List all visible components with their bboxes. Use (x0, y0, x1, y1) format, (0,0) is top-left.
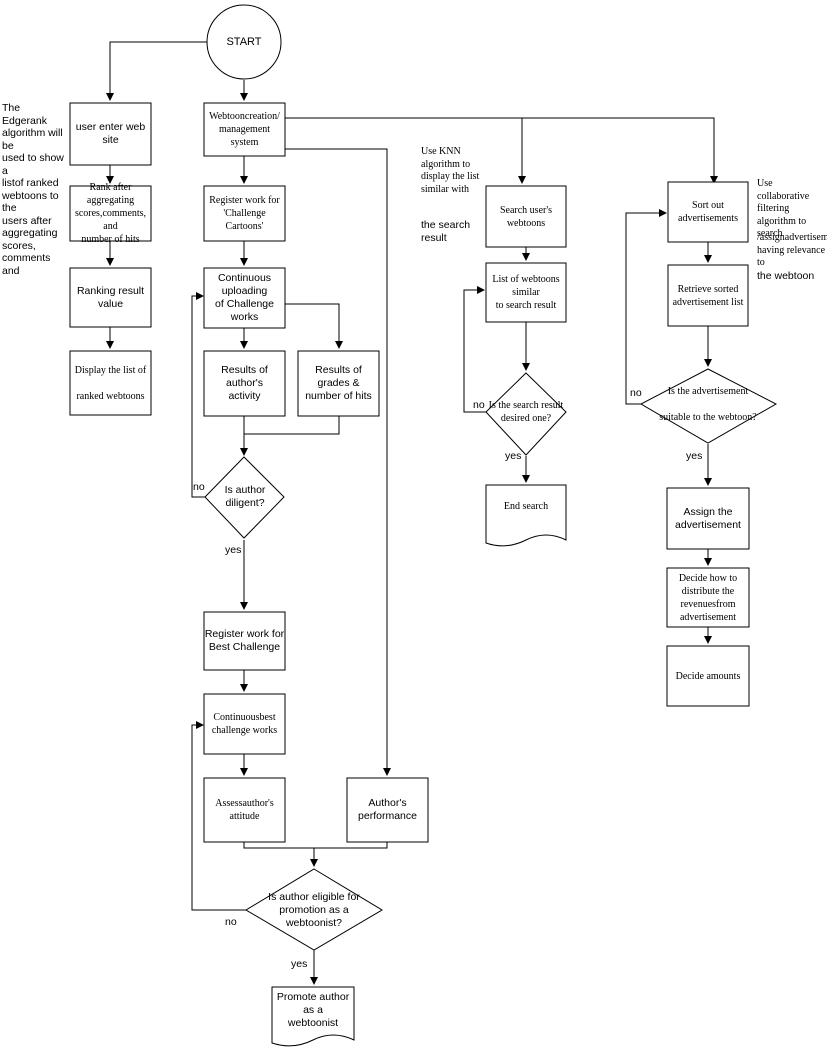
box-rank (69, 185, 152, 242)
shapes (69, 4, 778, 1047)
box-activity (203, 350, 286, 417)
edge-label-yes-desired: yes (505, 450, 522, 462)
label-retrieve: Retrieve sorted advertisement list (672, 283, 744, 308)
decision-suitable (639, 368, 778, 444)
label-continuous: Continuousbest challenge works (211, 712, 278, 736)
label-promote: Promote author as a webtoonist (276, 990, 350, 1029)
document-promote (271, 986, 355, 1047)
edge-label-yes-suitable: yes (686, 450, 703, 462)
box-retrieve (667, 264, 749, 327)
edge-label-no-desired: no (473, 399, 485, 411)
decision-eligible (245, 868, 383, 951)
edge-label-no-suitable: no (630, 387, 642, 399)
label-diligent: Is author diligent? (224, 484, 266, 509)
note-cf-b: /assignadvertisements having relevance t… (757, 232, 827, 268)
label-best: Register work for Best Challenge (204, 628, 285, 653)
box-amounts (666, 645, 750, 707)
label-attitude: Assessauthor's attitude (215, 798, 274, 822)
edge-label-no-diligent: no (193, 481, 205, 493)
box-enter (69, 102, 152, 166)
edge-system-to-performance (285, 148, 391, 776)
edge-label-yes-eligible: yes (291, 958, 308, 970)
box-list (485, 262, 567, 323)
label-register: Register work for 'Challenge Cartoons' (209, 195, 280, 232)
label-search: Search user's webtoons (499, 204, 553, 229)
decision-desired (485, 372, 567, 456)
box-display (69, 350, 152, 416)
note-cf-a: Use collaborative filtering algorithm to… (757, 178, 810, 239)
edge-start-to-enter (106, 41, 207, 101)
box-system (203, 102, 286, 157)
note-edgerank: The Edgerank algorithm will be used to s… (2, 102, 64, 274)
label-end: End search (503, 500, 549, 512)
box-distribute (666, 567, 750, 628)
edge-diligent-no-loop (191, 292, 205, 498)
edge-label-no-eligible: no (225, 916, 237, 928)
edge-suitable-no-loop (625, 209, 667, 405)
label-distribute: Decide how to distribute the revenuesfro… (678, 572, 738, 623)
label-suitable: Is the advertisement suitable to the web… (659, 385, 757, 423)
label-display: Display the list of ranked webtoons (74, 364, 147, 402)
decision-diligent (204, 456, 285, 539)
label-activity: Results of author's activity (221, 364, 268, 402)
label-desired: Is the search result desired one? (488, 400, 564, 424)
start-terminal (206, 4, 282, 80)
note-knn-a: Use KNN algorithm to display the list si… (421, 146, 480, 195)
box-continuous (203, 693, 286, 755)
note-cf-c: the webtoon (757, 270, 815, 282)
edge-grades-merge (244, 416, 340, 435)
box-uploading (203, 267, 286, 329)
document-end (485, 484, 567, 547)
label-uploading: Continuous uploading of Challenge works (215, 272, 274, 323)
label-eligible: Is author eligible for promotion as a we… (268, 890, 360, 929)
box-assign (666, 487, 750, 550)
label-result: Ranking result value (76, 284, 145, 310)
box-result (69, 267, 152, 328)
box-sort (667, 181, 749, 243)
label-enter: user enter web site (75, 121, 146, 146)
label-system: Webtooncreation/ management system (209, 111, 280, 148)
box-best (203, 611, 286, 671)
label-list: List of webtoons similar to search resul… (492, 274, 560, 311)
label-rank: Rank after aggregating scores,comments, … (74, 182, 147, 245)
box-register (203, 185, 286, 242)
box-performance (346, 777, 429, 843)
edge-label-yes-diligent: yes (225, 544, 242, 556)
edge-merge-bottom (243, 842, 388, 849)
start-label: START (226, 35, 262, 48)
edge-eligible-no-loop (191, 721, 246, 911)
box-search (485, 185, 567, 248)
edge-desired-no-loop (463, 286, 486, 413)
note-knn-b: the search result (421, 219, 471, 244)
connectors (106, 41, 718, 985)
box-grades (297, 350, 380, 417)
label-grades: Results of grades & number of hits (305, 364, 372, 402)
label-sort: Sort out advertisements (678, 200, 738, 224)
box-attitude (203, 777, 286, 843)
label-assign: Assign the advertisement (675, 505, 741, 531)
edge-uploading-to-grades (285, 303, 343, 349)
edge-system-to-sort (285, 117, 718, 184)
label-amounts: Decide amounts (675, 670, 741, 682)
label-performance: Author's performance (358, 797, 417, 822)
